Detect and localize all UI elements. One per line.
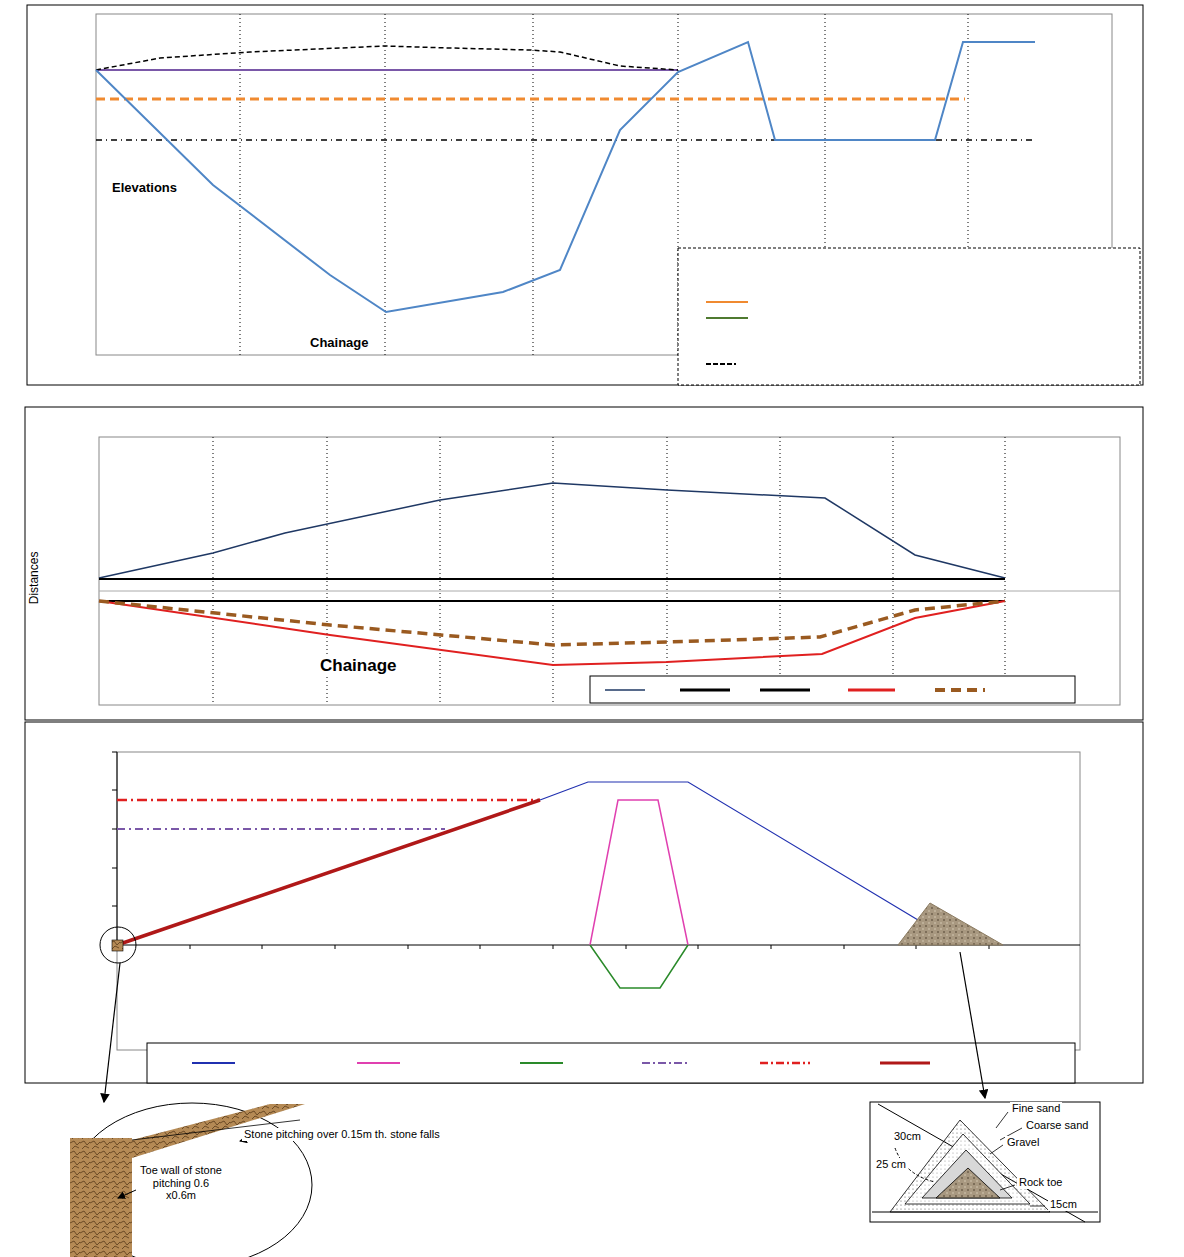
axis-title: Elevations (110, 181, 179, 196)
dimension: 30cm (892, 1130, 923, 1143)
axis-title: Chainage (318, 656, 399, 676)
toe-wall-detail (70, 952, 985, 1257)
dimension: 15cm (1048, 1198, 1079, 1211)
dam-section-panel (25, 722, 1143, 1083)
axis-title: Chainage (308, 336, 371, 351)
dimension: 25 cm (874, 1158, 908, 1171)
layer-label: Gravel (1005, 1136, 1041, 1149)
axis-title: Distances (28, 550, 42, 607)
layer-label: Fine sand (1010, 1102, 1062, 1115)
layer-label: Rock toe (1017, 1176, 1064, 1189)
callout-note: Stone pitching over 0.15m th. stone fall… (242, 1128, 442, 1141)
filter-detail (870, 1102, 1100, 1222)
callout-note: Toe wall of stone pitching 0.6 x0.6m (138, 1164, 224, 1202)
plan-panel (25, 407, 1143, 720)
cross-section-panel (27, 5, 1143, 385)
layer-label: Coarse sand (1024, 1119, 1090, 1132)
